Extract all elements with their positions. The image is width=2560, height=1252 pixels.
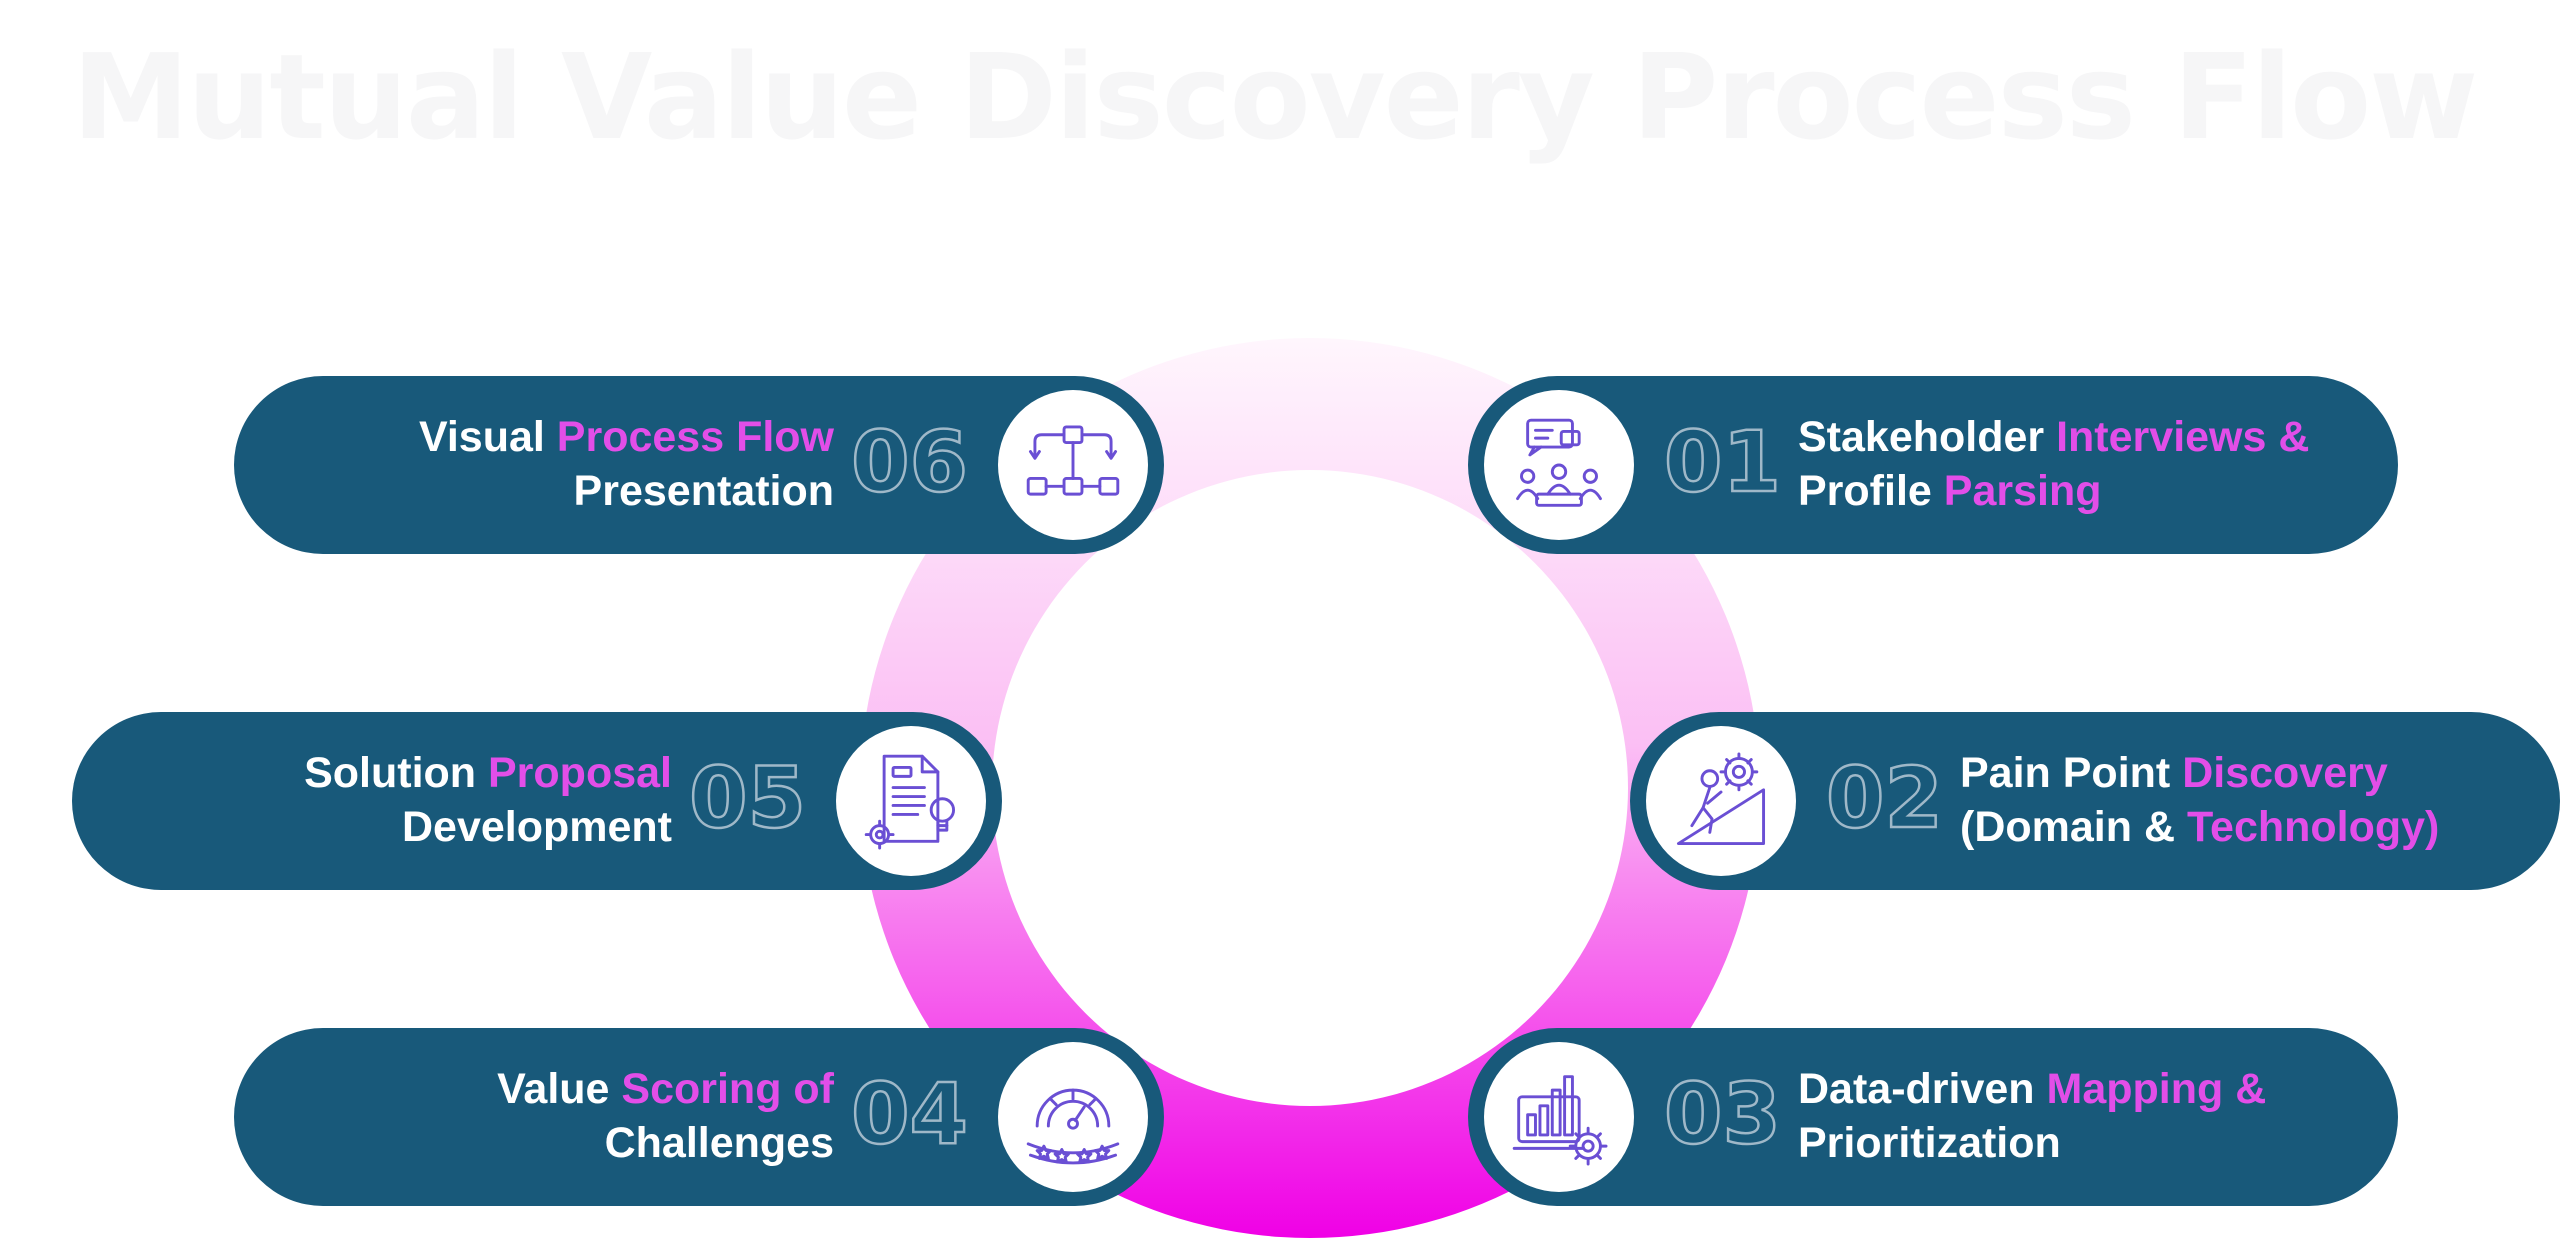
step-04-label: Value Scoring of Challenges [497,1065,834,1167]
document-idea-icon [864,754,956,850]
analytics-gear-icon [1512,1075,1608,1166]
step-04-card: 04 Value Scoring of Challenges [234,1028,1164,1206]
step-06-label: Visual Process Flow Presentation [418,413,834,515]
step-06-number: 06 [850,412,969,513]
page-title: Mutual Value Discovery Process Flow [72,28,2478,166]
step-04-icon-circle [998,1042,1148,1192]
step-06-icon-circle [998,390,1148,540]
step-05-label: Solution Proposal Development [304,749,672,851]
step-02-number: 02 [1825,748,1944,849]
step-06-card: 06 Visual Process Flow Presentation [234,376,1164,554]
gauge-rating-icon [1026,1088,1120,1165]
step-05-number: 05 [688,748,807,849]
step-04-number: 04 [850,1064,969,1165]
step-03-icon-circle [1484,1042,1634,1192]
step-01-number: 01 [1663,412,1782,513]
step-03-number: 03 [1663,1064,1782,1165]
step-03-card: 03 Data-driven Mapping & Prioritization [1468,1028,2398,1206]
step-01-icon-circle [1484,390,1634,540]
pain-point-climb-icon [1676,752,1766,846]
step-01-card: 01 Stakeholder Interviews & Profile Pars… [1468,376,2398,554]
step-02-card: 02 Pain Point Discovery (Domain & Techno… [1630,712,2560,890]
step-03-label: Data-driven Mapping & Prioritization [1798,1065,2267,1167]
step-05-card: 05 Solution Proposal Development [72,712,1002,890]
step-01-label: Stakeholder Interviews & Profile Parsing [1798,413,2310,515]
stakeholder-interview-icon [1516,418,1602,507]
step-05-icon-circle [836,726,986,876]
step-02-icon-circle [1646,726,1796,876]
process-flowchart-icon [1026,425,1120,496]
step-02-label: Pain Point Discovery (Domain & Technolog… [1960,749,2440,851]
